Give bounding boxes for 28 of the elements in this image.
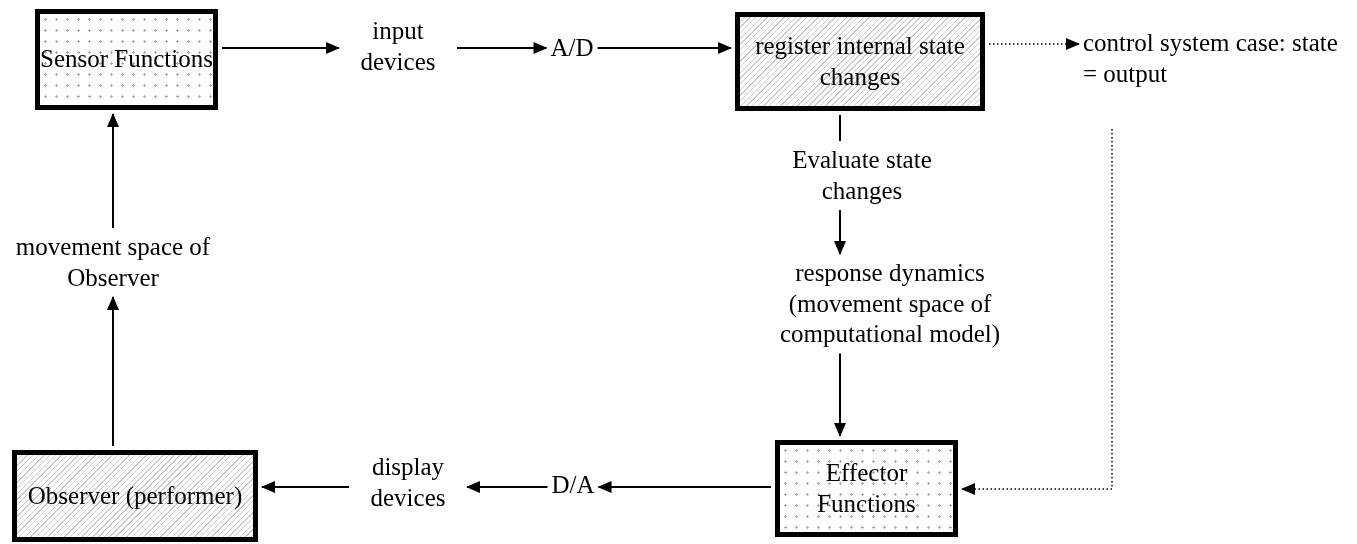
process-box (35, 9, 218, 110)
box-label: Sensor Functions (40, 44, 213, 75)
process-box (12, 450, 258, 542)
arrow (107, 113, 119, 229)
flow-label: control system case: state = output (1083, 28, 1353, 89)
arrow (834, 352, 846, 437)
process-box (775, 440, 958, 537)
flow-label: input devices (343, 16, 453, 77)
flow-label: A/D (550, 33, 594, 64)
arrow (834, 209, 846, 255)
arrow (221, 42, 340, 54)
box-label: Effector Functions (816, 458, 917, 519)
flow-label: response dynamics (movement space of computational model) (745, 258, 1035, 350)
flow-label: D/A (551, 470, 595, 501)
process-box (735, 12, 985, 111)
box-label: Observer (performer) (27, 480, 243, 511)
arrow (261, 481, 350, 493)
box-label: register internal state changes (754, 31, 966, 92)
flow-label: movement space of Observer (3, 232, 223, 293)
arrow (596, 42, 732, 54)
arrow (961, 128, 1113, 495)
flow-label: Evaluate state changes (762, 145, 962, 206)
arrow (988, 38, 1080, 50)
flow-label: display devices (353, 452, 463, 513)
arrow (597, 481, 772, 493)
arrow (466, 481, 549, 493)
arrow (456, 42, 548, 54)
arrow (107, 296, 119, 447)
